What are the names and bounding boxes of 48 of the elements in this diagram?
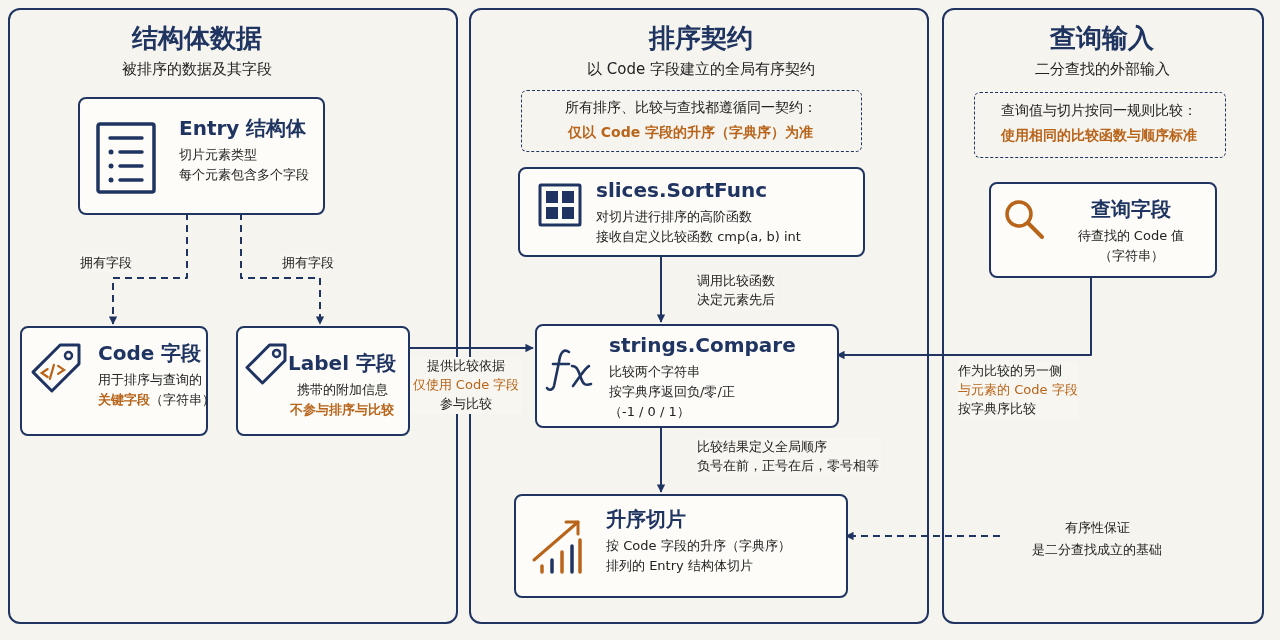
- note-text: 有序性保证: [1063, 520, 1131, 537]
- note-text: 仅以 Code 字段的升序（字典序）为准: [566, 123, 815, 142]
- box-text: 接收自定义比较函数 cmp(a, b) int: [596, 229, 801, 246]
- box-text: 排列的 Entry 结构体切片: [606, 558, 753, 575]
- arrow: [656, 254, 666, 323]
- box-text: 按 Code 字段的升序（字典序）: [606, 538, 791, 555]
- panel-title: 排序契约: [647, 22, 754, 55]
- box-text: （-1 / 0 / 1）: [609, 404, 690, 421]
- box-title: 查询字段: [1090, 196, 1172, 222]
- note-text: 所有排序、比较与查找都遵循同一契约：: [563, 98, 818, 117]
- box-text: 按字典序返回负/零/正: [609, 384, 735, 401]
- box-text: 每个元素包含多个字段: [179, 167, 309, 184]
- panel-title: 结构体数据: [130, 22, 263, 55]
- box-text: 用于排序与查询的: [98, 372, 202, 389]
- result-box: [514, 494, 848, 598]
- box-text: 携带的附加信息: [295, 382, 389, 399]
- dashed-arrow: [240, 212, 325, 325]
- note-text: 使用相同的比较函数与顺序标准: [1000, 126, 1198, 145]
- field-box: [20, 326, 208, 436]
- dashed-arrow: [108, 212, 188, 325]
- box-text: 比较两个字符串: [609, 364, 700, 381]
- field-box: [236, 326, 410, 436]
- box-title: Label 字段: [287, 350, 397, 376]
- box-title: Entry 结构体: [179, 115, 307, 141]
- arrow: [656, 425, 666, 493]
- box-text: 关键字段（字符串）: [98, 392, 215, 409]
- struct-box: [78, 97, 325, 215]
- box-title: 升序切片: [606, 506, 686, 532]
- edge-label: 提供比较依据仅使用 Code 字段参与比较: [410, 357, 522, 414]
- box-text: 切片元素类型: [179, 147, 257, 164]
- box-text: 不参与排序与比较: [289, 402, 395, 419]
- note-box: [521, 90, 862, 152]
- panel-title: 查询输入: [1049, 22, 1155, 55]
- function-box: [535, 324, 839, 428]
- panel-subtitle: 被排序的数据及其字段: [121, 60, 273, 80]
- box-text: 对切片进行排序的高阶函数: [596, 209, 752, 226]
- note-box: [974, 92, 1226, 158]
- panel-subtitle: 二分查找的外部输入: [1033, 60, 1171, 80]
- input-box: [989, 182, 1217, 278]
- panel-subtitle: 以 Code 字段建立的全局有序契约: [586, 60, 816, 80]
- note-text: 查询值与切片按同一规则比较：: [1000, 101, 1198, 120]
- box-text: （字符串）: [1097, 248, 1165, 265]
- box-title: strings.Compare: [609, 332, 796, 358]
- note-text: 是二分查找成立的基础: [1031, 542, 1163, 559]
- box-title: Code 字段: [98, 340, 202, 366]
- box-text: 待查找的 Code 值: [1076, 228, 1186, 245]
- function-box: [518, 167, 865, 257]
- box-title: slices.SortFunc: [596, 177, 768, 203]
